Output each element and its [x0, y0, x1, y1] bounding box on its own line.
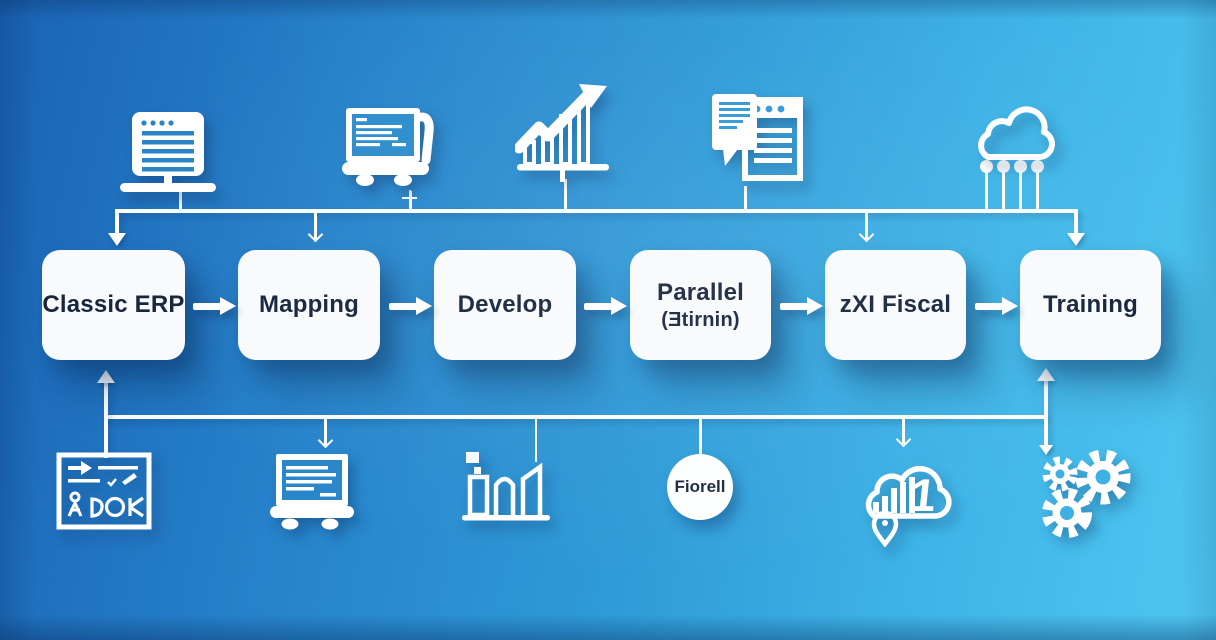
- box-label: Mapping: [258, 291, 360, 318]
- presentation-laptop-icon: [270, 454, 354, 530]
- flow-arrow-1-2: [193, 297, 236, 315]
- laptop-code-scroll-icon: [342, 108, 434, 186]
- arrow-up-into-box6: [1037, 368, 1055, 381]
- flow-box-parallel: Parallel (Ǝtirnin): [630, 250, 771, 360]
- box-sublabel: (Ǝtirnin): [661, 308, 740, 331]
- cloud-drop-dot: [997, 160, 1010, 173]
- arrow-up-into-box1: [97, 370, 115, 383]
- flow-box-classic-erp: Classic ERP: [42, 250, 185, 360]
- box-label: Develop: [457, 291, 553, 318]
- cloud-number: 1: [908, 469, 939, 521]
- cloud-drop-dot: [1031, 160, 1044, 173]
- stub-bottom-bars: [535, 418, 537, 462]
- circle-label: Fiorell: [674, 477, 726, 496]
- flow-arrow-3-4: [584, 297, 627, 315]
- growth-bar-chart-icon: [515, 84, 609, 182]
- flow-box-mapping: Mapping: [238, 250, 380, 360]
- arrow-down-to-cloud: [902, 418, 905, 444]
- cloud-drop-line: [1002, 172, 1005, 210]
- cloud-drop-line: [985, 172, 988, 210]
- city-bar-chart-icon: [462, 452, 550, 521]
- box-label: Classic ERP: [42, 291, 185, 318]
- stub-top-icon3: [564, 179, 567, 211]
- label-circle: Fiorell: [667, 454, 733, 520]
- flow-box-training: Training: [1020, 250, 1161, 360]
- cloud-drop-line: [1036, 172, 1039, 210]
- arrow-down-into-box5: [865, 213, 868, 239]
- flow-box-develop: Develop: [434, 250, 576, 360]
- strategy-whiteboard-icon: [56, 452, 152, 530]
- flow-box-zxi-fiscal: zXI Fiscal: [825, 250, 966, 360]
- plus-mark: [402, 190, 417, 205]
- arrow-down-to-laptop: [324, 418, 327, 445]
- flow-arrow-5-6: [975, 297, 1018, 315]
- top-right-drop-line: [1074, 209, 1078, 233]
- stub-top-icon4: [744, 186, 747, 211]
- cloud-drop-dot: [980, 160, 993, 173]
- document-window-stand-icon: [120, 112, 216, 192]
- stub-top-icon1: [179, 186, 182, 210]
- cloud-drop-dot: [1014, 160, 1027, 173]
- documents-chat-icon: [712, 94, 803, 181]
- box-label: Training: [1043, 291, 1138, 318]
- arrow-down-into-box2: [314, 213, 317, 239]
- arrow-down-to-gears: [1039, 445, 1053, 455]
- cloud-analytics-pin-icon: 1: [865, 465, 952, 547]
- cloud-sync-icon: [978, 106, 1055, 160]
- arrow-down-into-box6: [1067, 233, 1085, 246]
- cloud-drop-line: [1019, 172, 1022, 210]
- bottom-connector-line: [105, 415, 1046, 419]
- top-left-drop-line: [115, 209, 119, 233]
- arrow-down-into-box1: [108, 233, 126, 246]
- box-label: zXI Fiscal: [839, 291, 952, 318]
- flow-arrow-2-3: [389, 297, 432, 315]
- stub-bottom-circle: [699, 418, 702, 456]
- top-connector-line: [117, 209, 1077, 213]
- stub-top-icon2: [409, 191, 412, 211]
- bottom-right-riser: [1044, 380, 1048, 446]
- bottom-left-riser: [104, 382, 108, 458]
- box-label: Parallel: [657, 278, 744, 306]
- gears-icon: [1042, 450, 1131, 538]
- flow-arrow-4-5: [780, 297, 823, 315]
